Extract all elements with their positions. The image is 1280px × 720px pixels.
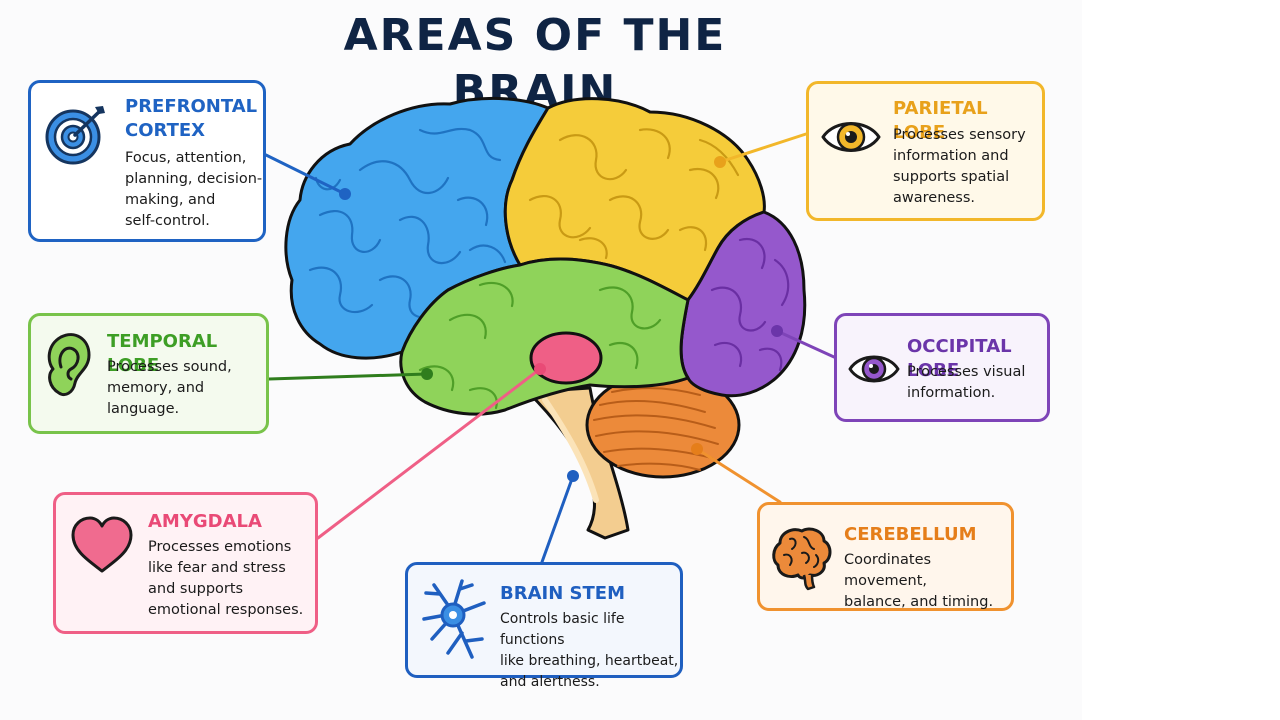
cerebellum-leader-line xyxy=(695,447,782,504)
target-icon xyxy=(45,106,105,165)
card-description: Controls basic life functions like breat… xyxy=(500,611,679,690)
prefrontal-leader-dot xyxy=(339,188,351,200)
card-description: Processes sound, memory, and language. xyxy=(107,359,232,417)
temporal-folds xyxy=(418,281,662,410)
eye-icon xyxy=(821,122,881,152)
prefrontal-cortex-card: PREFRONTAL CORTEX Focus, attention, plan… xyxy=(28,80,266,242)
card-description: Processes emotions like fear and stress … xyxy=(148,539,304,618)
brain-stem-leader-line xyxy=(540,474,575,564)
eye-icon xyxy=(848,355,900,383)
brain-stem-highlight xyxy=(542,397,599,503)
page-title: AREAS OF THE BRAIN xyxy=(343,10,727,117)
parietal-leader-dot xyxy=(714,156,726,168)
card-description: Processes sensory information and suppor… xyxy=(893,127,1026,206)
brain-stem-card: BRAIN STEM Controls basic life functions… xyxy=(405,562,683,690)
card-description: Focus, attention, planning, decision- ma… xyxy=(125,150,263,229)
neuron-icon xyxy=(422,579,486,659)
card-title: PARIETAL LOBE xyxy=(893,98,988,143)
parietal-folds xyxy=(528,128,740,260)
prefrontal-leader-line xyxy=(264,153,347,196)
cerebellum-card: CEREBELLUM Coordinates movement, balance… xyxy=(757,502,1014,611)
brain-icon xyxy=(772,527,832,591)
temporal-leader-dot xyxy=(421,368,433,380)
temporal-leader-line xyxy=(267,372,429,381)
amygdala-leader-dot xyxy=(534,363,546,375)
card-title: BRAIN STEM xyxy=(500,583,625,604)
parietal-leader-line xyxy=(718,132,808,164)
leader-lines xyxy=(264,132,836,564)
temporal-lobe-card: TEMPORAL LOBE Processes sound, memory, a… xyxy=(28,313,269,434)
ear-icon xyxy=(47,333,91,397)
heart-icon xyxy=(71,516,133,573)
amygdala-card: AMYGDALA Processes emotions like fear an… xyxy=(53,492,318,634)
card-title: OCCIPITAL LOBE xyxy=(907,336,1012,381)
card-title: TEMPORAL LOBE xyxy=(107,331,218,376)
brain-stem-leader-dot xyxy=(567,470,579,482)
occipital-leader-dot xyxy=(771,325,783,337)
cerebellum-leader-dot xyxy=(691,443,703,455)
occipital-lobe-card: OCCIPITAL LOBE Processes visual informat… xyxy=(834,313,1050,422)
card-description: Processes visual information. xyxy=(907,364,1026,401)
occipital-leader-line xyxy=(775,329,836,359)
parietal-lobe-card: PARIETAL LOBE Processes sensory informat… xyxy=(806,81,1045,221)
amygdala-region xyxy=(529,331,603,385)
occipital-folds xyxy=(710,237,790,372)
amygdala-leader-line xyxy=(316,367,542,540)
card-title: AMYGDALA xyxy=(148,511,262,532)
cerebellum-folds xyxy=(593,387,719,471)
card-title: PREFRONTAL CORTEX xyxy=(125,96,258,141)
card-title: CEREBELLUM xyxy=(844,524,977,545)
card-description: Coordinates movement, balance, and timin… xyxy=(844,552,994,610)
